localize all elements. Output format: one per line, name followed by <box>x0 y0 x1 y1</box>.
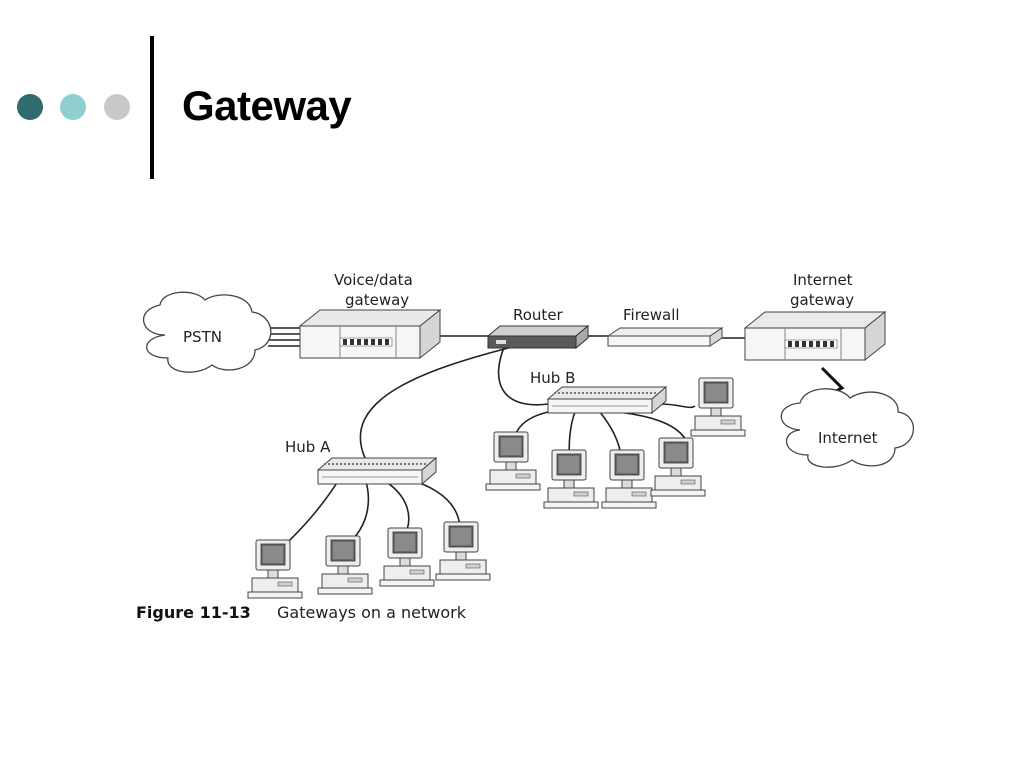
firewall-icon: Firewall <box>606 306 724 347</box>
workstation-icon <box>435 521 491 581</box>
workstation-icon <box>485 431 541 491</box>
firewall-label: Firewall <box>623 306 680 324</box>
pstn-label: PSTN <box>183 328 222 346</box>
title-divider <box>150 36 154 179</box>
router-icon: Router <box>486 306 590 350</box>
hub-b-icon: Hub B <box>530 369 667 414</box>
slide-title: Gateway <box>182 82 352 129</box>
workstation-icon <box>690 377 746 437</box>
hub-a-label: Hub A <box>285 438 331 456</box>
workstation-icon <box>543 449 599 509</box>
workstation-icon <box>379 527 435 587</box>
voice-gateway-label-line2: gateway <box>345 291 409 309</box>
voice-gateway-label-line1: Voice/data <box>334 271 413 289</box>
decor-dot-light <box>104 94 130 120</box>
internet-gateway-label-line1: Internet <box>793 271 853 289</box>
figure-caption: Gateways on a network <box>277 603 467 622</box>
network-cables <box>268 327 854 551</box>
internet-gateway-icon: Internet gateway <box>744 271 886 361</box>
decor-dot-mid <box>60 94 86 120</box>
workstation-icon <box>650 437 706 497</box>
internet-gateway-label-line2: gateway <box>790 291 854 309</box>
workstation-icon <box>317 535 373 595</box>
hub-a-workstations <box>247 521 491 599</box>
pstn-cloud-icon: PSTN <box>142 291 272 373</box>
internet-cloud-icon: Internet <box>780 388 915 468</box>
hub-b-label: Hub B <box>530 369 575 387</box>
voice-data-gateway-icon: Voice/data gateway <box>299 271 441 359</box>
figure-number: Figure 11-13 <box>136 603 251 622</box>
decor-dot-dark <box>17 94 43 120</box>
workstation-icon <box>247 539 303 599</box>
internet-label: Internet <box>818 429 878 447</box>
hub-a-icon: Hub A <box>285 438 437 485</box>
router-label: Router <box>513 306 564 324</box>
workstation-icon <box>601 449 657 509</box>
